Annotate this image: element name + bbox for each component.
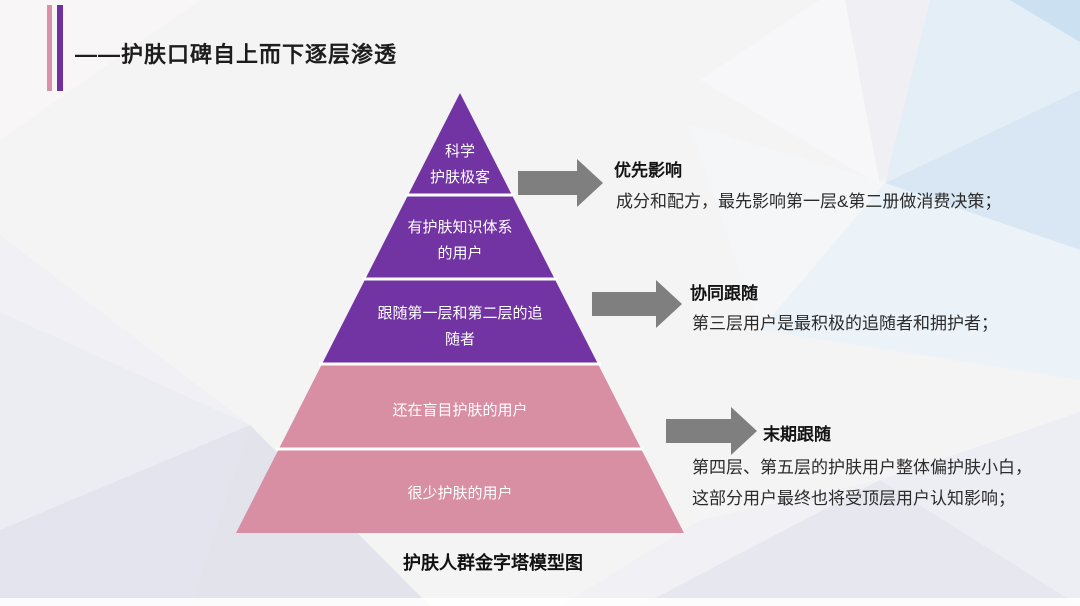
- layer-label-line: 护肤极客: [429, 169, 491, 186]
- annotation-heading: 末期跟随: [763, 425, 831, 444]
- layer-label-line: 跟随第一层和第二层的追: [377, 305, 543, 322]
- annotation-body-line: 成分和配方，最先影响第一层&第二册做消费决策；: [616, 192, 1002, 211]
- annotation-heading: 协同跟随: [690, 284, 758, 303]
- arrow-right-icon: [518, 159, 603, 207]
- pyramid-layer-2: [365, 195, 555, 279]
- pyramid-layer-label: 跟随第一层和第二层的追 随者: [377, 301, 542, 353]
- arrow-right-icon: [592, 280, 682, 328]
- annotation-body: 成分和配方，最先影响第一层&第二册做消费决策；: [616, 186, 1001, 217]
- annotation-body: 第四层、第五层的护肤用户整体偏护肤小白， 这部分用户最终也将受顶层用户认知影响；: [692, 452, 1032, 514]
- layer-label-line: 的用户: [437, 245, 483, 262]
- layer-label-line: 很少护肤的用户: [407, 485, 513, 502]
- pyramid-layer-label: 科学 护肤极客: [430, 139, 490, 191]
- accent-bar-pink: [47, 5, 52, 91]
- arrow-right-icon: [666, 407, 757, 455]
- slide-title: ——护肤口碑自上而下逐层渗透: [75, 42, 398, 67]
- pyramid-layer-4: [278, 364, 642, 449]
- layer-label-line: 有护肤知识体系: [407, 219, 513, 236]
- annotation-body-line: 第四层、第五层的护肤用户整体偏护肤小白，: [692, 458, 1032, 477]
- pyramid-layer-5: [236, 449, 684, 533]
- annotation-heading: 优先影响: [614, 161, 682, 180]
- annotation-body-line: 第三层用户是最积极的追随者和拥护者；: [692, 314, 998, 333]
- pyramid-layer-1: [408, 93, 512, 195]
- pyramid-layer-3: [322, 279, 598, 364]
- annotation-body-line: 这部分用户最终也将受顶层用户认知影响；: [692, 489, 1015, 508]
- annotation-body: 第三层用户是最积极的追随者和拥护者；: [692, 308, 998, 339]
- layer-label-line: 随者: [444, 331, 476, 348]
- diagram-caption: 护肤人群金字塔模型图: [403, 553, 583, 573]
- pyramid-layer-label: 很少护肤的用户: [407, 481, 512, 507]
- pyramid-layer-label: 有护肤知识体系 的用户: [407, 215, 512, 267]
- layer-label-line: 科学: [444, 143, 476, 160]
- slide-bottom-edge: [0, 598, 1080, 606]
- pyramid-layer-label: 还在盲目护肤的用户: [392, 398, 527, 424]
- accent-bar-purple: [57, 5, 63, 91]
- layer-label-line: 还在盲目护肤的用户: [392, 402, 528, 419]
